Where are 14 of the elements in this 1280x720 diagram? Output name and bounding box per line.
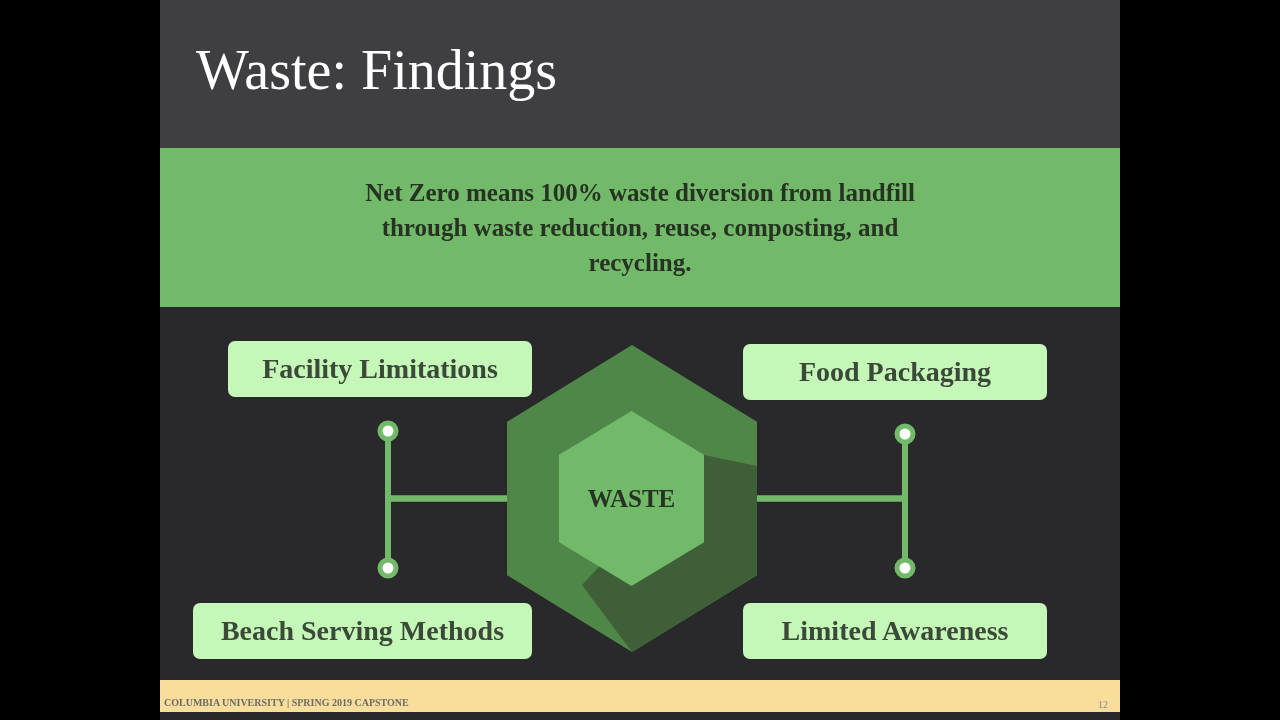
hexagon-label: WASTE <box>586 483 677 514</box>
banner-text: Net Zero means 100% waste diversion from landfill through waste reduction, reuse, composting, and recycling. <box>364 178 916 278</box>
page-number: 12 <box>1098 699 1108 710</box>
banner <box>160 148 1120 307</box>
label-box: Limited Awareness <box>743 603 1047 659</box>
hexagon <box>559 411 704 586</box>
footer-text: COLUMBIA UNIVERSITY | SPRING 2019 CAPSTONE <box>164 697 409 708</box>
connector-line <box>757 495 916 579</box>
label-box: Beach Serving Methods <box>193 603 532 659</box>
hexagon <box>507 345 757 652</box>
label-box: Facility Limitations <box>228 341 532 397</box>
connector-line <box>377 495 507 579</box>
label-box: Food Packaging <box>743 344 1047 400</box>
slide-title: Waste: Findings <box>196 40 558 102</box>
